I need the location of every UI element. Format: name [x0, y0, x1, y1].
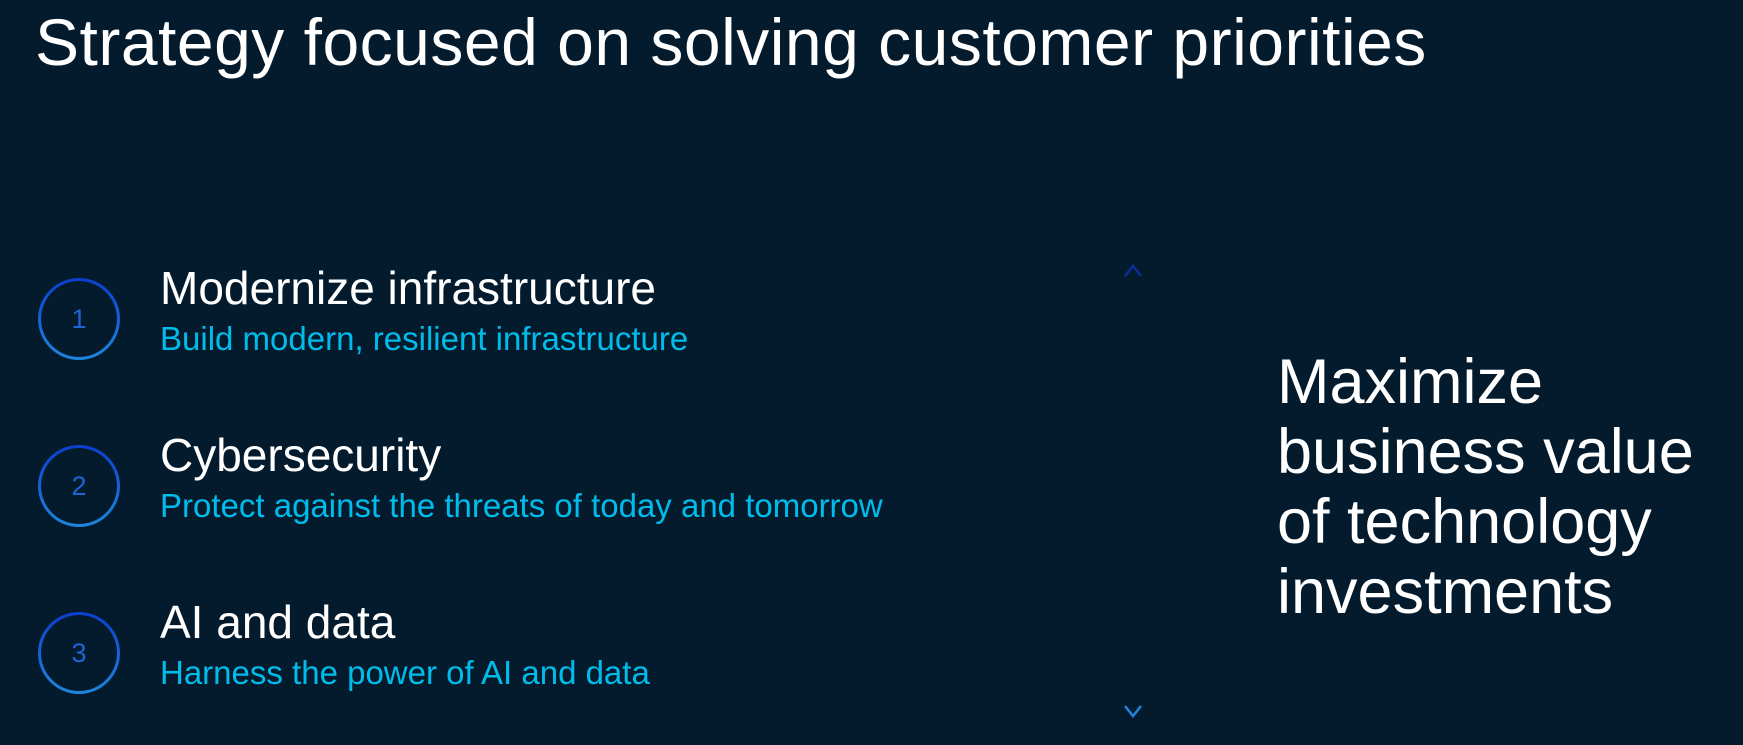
priority-item-1: 1 Modernize infrastructure Build modern,…	[38, 262, 1038, 378]
item-heading: Modernize infrastructure	[160, 262, 656, 314]
slide-title: Strategy focused on solving customer pri…	[35, 5, 1427, 79]
number-circle-icon: 3	[38, 612, 120, 694]
item-number: 1	[71, 303, 87, 334]
item-number: 3	[71, 637, 87, 668]
item-subtitle: Protect against the threats of today and…	[160, 487, 883, 524]
goal-line: of technology	[1277, 487, 1652, 557]
goal-line: business value	[1277, 417, 1694, 487]
goal-statement: Maximize business value of technology in…	[1277, 347, 1694, 627]
priority-item-3: 3 AI and data Harness the power of AI an…	[38, 596, 1038, 712]
item-subtitle: Build modern, resilient infrastructure	[160, 320, 689, 357]
item-heading: AI and data	[160, 596, 396, 648]
priority-item-2: 2 Cybersecurity Protect against the thre…	[38, 429, 1038, 545]
number-circle-icon: 2	[38, 445, 120, 527]
goal-line: investments	[1277, 557, 1614, 627]
goal-line: Maximize	[1277, 347, 1544, 417]
double-arrow-icon	[1124, 263, 1142, 719]
item-subtitle: Harness the power of AI and data	[160, 654, 650, 691]
number-circle-icon: 1	[38, 278, 120, 360]
item-number: 2	[71, 470, 87, 501]
item-heading: Cybersecurity	[160, 429, 442, 481]
